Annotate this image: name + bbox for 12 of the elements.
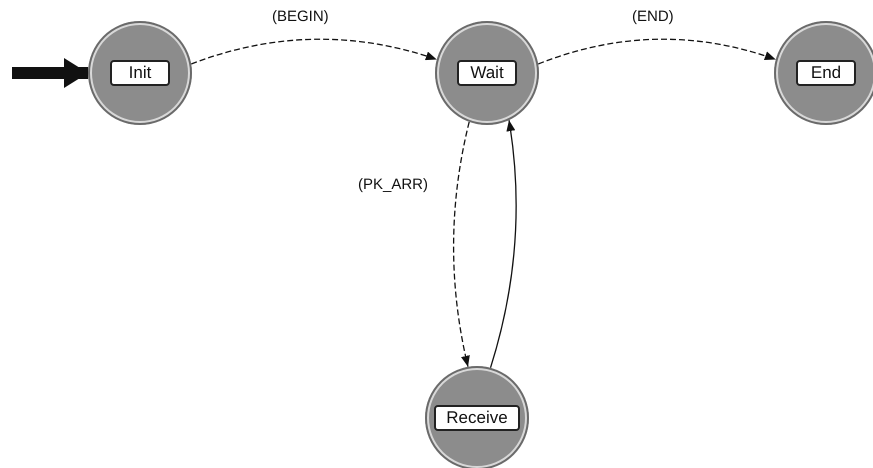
transition-arrow <box>538 38 776 65</box>
transition-arrow <box>190 38 437 65</box>
edge-label: (BEGIN) <box>272 8 329 26</box>
initial-state-arrow <box>12 58 88 88</box>
transition-arrow <box>452 122 470 367</box>
transition-arrow <box>490 120 517 368</box>
edge-label: (PK_ARR) <box>358 176 428 194</box>
state-name: Init <box>110 60 170 86</box>
state-name: End <box>796 60 856 86</box>
state-name: Wait <box>457 60 517 86</box>
state-name: Receive <box>434 405 520 431</box>
edge-label: (END) <box>632 8 674 26</box>
